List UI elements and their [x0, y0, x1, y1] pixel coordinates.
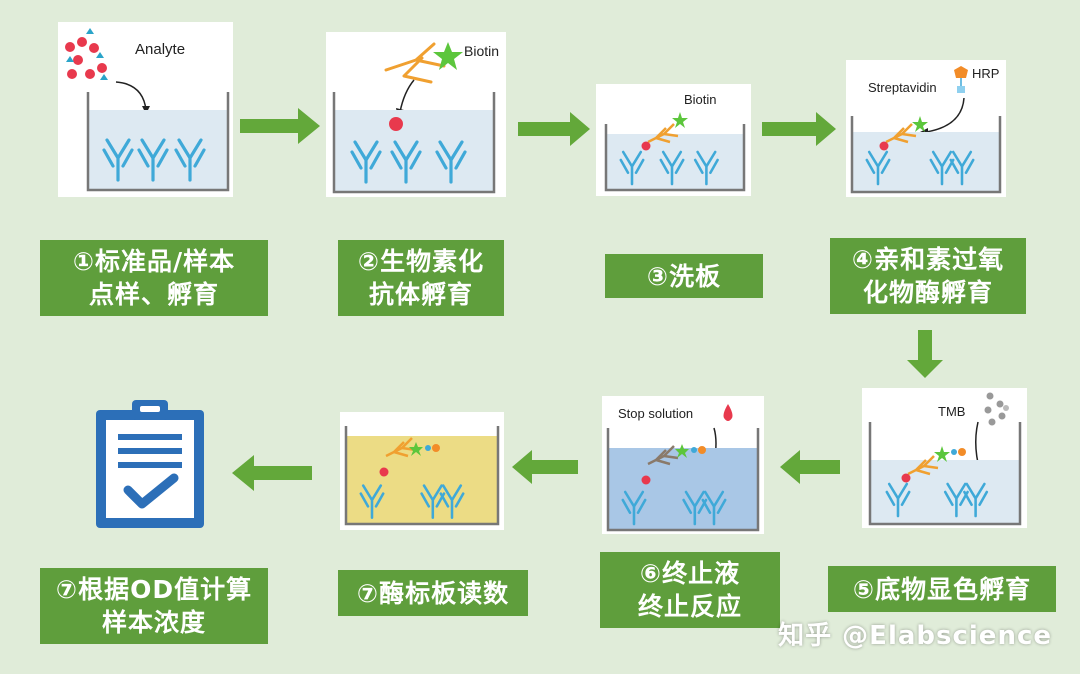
analyte-label: Analyte	[135, 41, 185, 58]
step-7-calc-label: ⑦根据OD值计算 样本浓度	[40, 568, 268, 644]
watermark: 知乎 @Elabscience	[778, 621, 1052, 651]
panel-step-5: TMB	[862, 388, 1027, 528]
panel-step-2: Biotin	[326, 32, 506, 197]
tmb-label: TMB	[938, 404, 965, 419]
step-3-label: ③洗板	[605, 254, 763, 298]
panel-step-3: Biotin	[596, 84, 751, 196]
step-1-label: ①标准品/样本 点样、孵育	[40, 240, 268, 316]
hrp-label: HRP	[972, 66, 999, 81]
right-arrow-icon	[240, 108, 320, 144]
step-6-label: ⑥终止液 终止反应	[600, 552, 780, 628]
biotin-label: Biotin	[684, 92, 717, 107]
streptavidin-label: Streptavidin	[868, 80, 937, 95]
clipboard-check-icon	[90, 398, 210, 533]
down-arrow-icon	[907, 330, 943, 378]
stop-solution-label: Stop solution	[618, 406, 693, 421]
step-4-label: ④亲和素过氧 化物酶孵育	[830, 238, 1026, 314]
panel-step-7	[340, 412, 504, 530]
step-5-label: ⑤底物显色孵育	[828, 566, 1056, 612]
left-arrow-icon	[780, 450, 840, 484]
panel-step-1: Analyte	[58, 22, 233, 197]
panel-step-6: Stop solution	[602, 396, 764, 534]
biotin-label: Biotin	[464, 43, 499, 59]
right-arrow-icon	[762, 112, 836, 146]
left-arrow-icon	[232, 455, 312, 491]
step-2-label: ②生物素化 抗体孵育	[338, 240, 504, 316]
left-arrow-icon	[512, 450, 578, 484]
panel-step-4: Streptavidin HRP	[846, 60, 1006, 197]
right-arrow-icon	[518, 112, 590, 146]
step-7-read-label: ⑦酶标板读数	[338, 570, 528, 616]
